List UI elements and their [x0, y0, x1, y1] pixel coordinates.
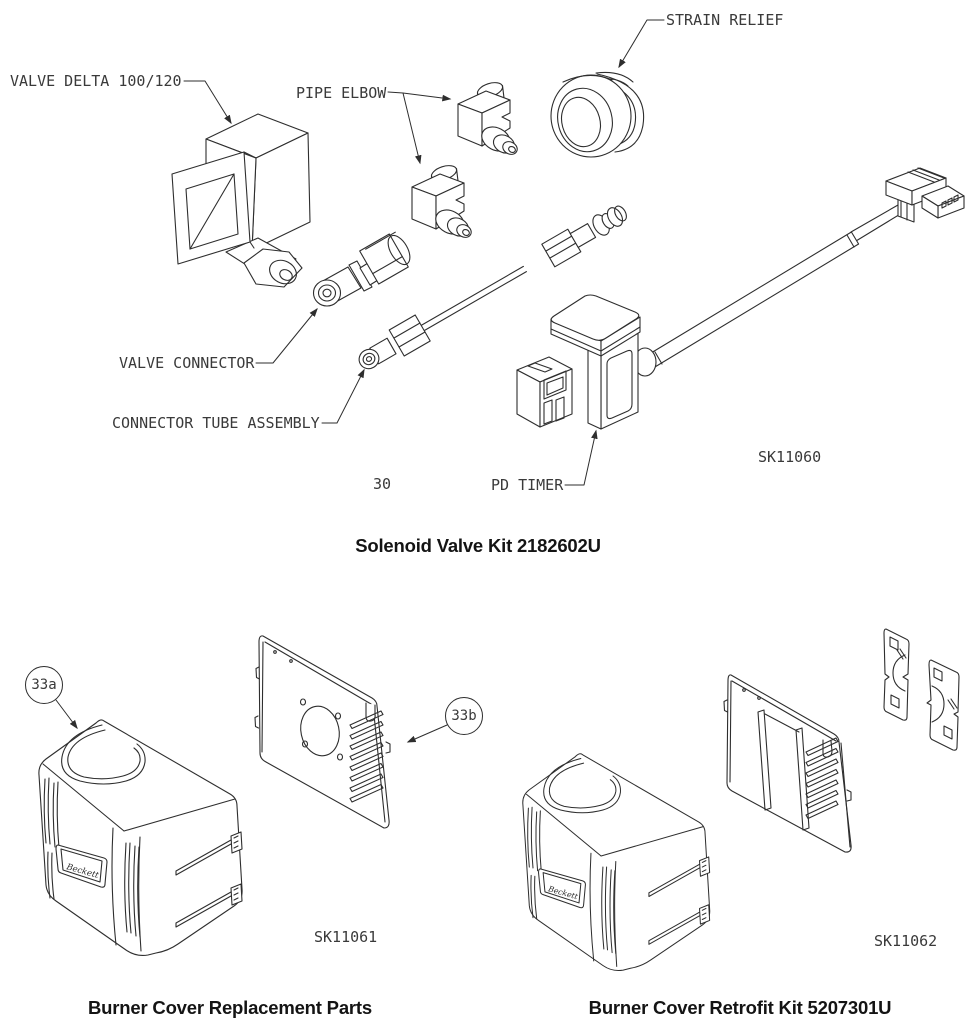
label-valve-delta: VALVE DELTA 100/120	[10, 72, 182, 90]
burner-cover-left-drawing: Beckett	[38, 719, 243, 956]
pipe-elbow-bottom-drawing	[411, 162, 474, 241]
access-panel-replacement-drawing	[254, 635, 391, 829]
callout-33b-text: 33b	[451, 708, 477, 724]
label-valve-connector: VALVE CONNECTOR	[119, 354, 255, 372]
label-pd-timer: PD TIMER	[491, 476, 564, 494]
callout-33b: 33b	[445, 697, 483, 735]
drawing-code-sk11061: SK11061	[314, 928, 378, 946]
access-panel-retrofit-drawing	[723, 674, 852, 853]
caption-cover-retrofit: Burner Cover Retrofit Kit 5207301U	[588, 997, 892, 1018]
retrofit-bracket-right-drawing	[926, 659, 960, 751]
figure-number: 30	[373, 475, 392, 493]
drawing-code-sk11060: SK11060	[758, 448, 822, 466]
label-pipe-elbow: PIPE ELBOW	[296, 84, 387, 102]
connector-tube-assembly-drawing	[358, 205, 627, 370]
pipe-elbow-top-drawing	[457, 82, 518, 155]
pd-timer-cable-drawing	[516, 167, 965, 430]
label-strain-relief: STRAIN RELIEF	[666, 11, 784, 29]
burner-cover-right-drawing	[522, 753, 711, 972]
callout-33a: 33a	[25, 666, 63, 704]
valve-delta-drawing	[171, 113, 311, 288]
valve-connector-drawing	[312, 231, 411, 307]
label-connector-tube: CONNECTOR TUBE ASSEMBLY	[112, 414, 320, 432]
leader-lines	[55, 19, 665, 743]
strain-relief-drawing	[550, 71, 645, 158]
caption-cover-replacement: Burner Cover Replacement Parts	[88, 997, 372, 1018]
retrofit-bracket-left-drawing	[883, 628, 910, 721]
caption-solenoid-kit: Solenoid Valve Kit 2182602U	[355, 535, 601, 556]
drawing-code-sk11062: SK11062	[874, 932, 938, 950]
callout-33a-text: 33a	[31, 677, 57, 693]
